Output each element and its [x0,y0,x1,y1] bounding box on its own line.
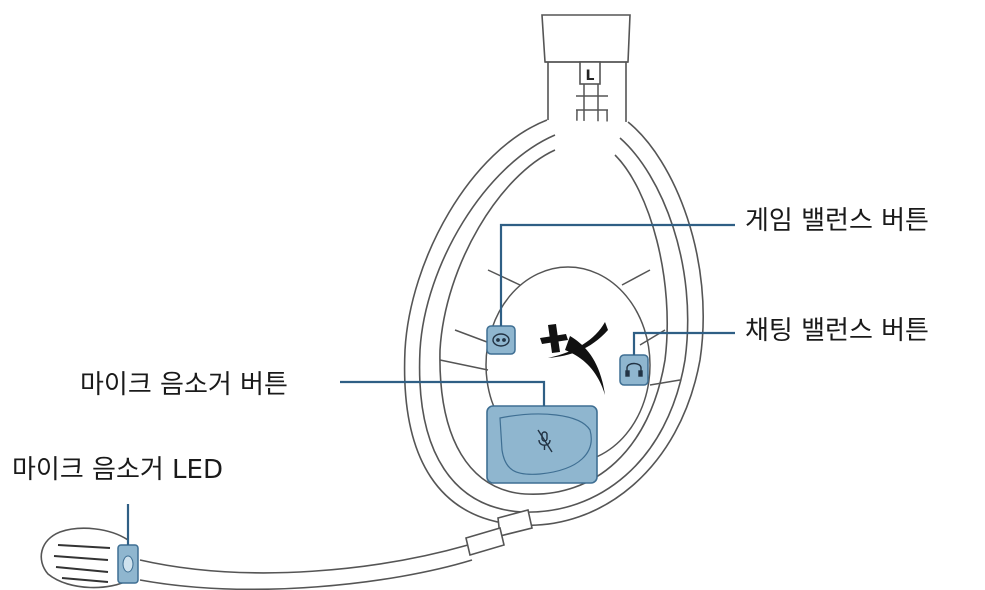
chat-balance-button-label: 채팅 밸런스 버튼 [745,316,929,346]
mic-mute-led [117,544,139,584]
chat-balance-button[interactable] [619,354,649,386]
chat-balance-leader [632,331,735,355]
callout-lines [126,223,735,545]
game-balance-button[interactable] [486,325,516,355]
game-balance-button-label: 게임 밸런스 버튼 [745,206,929,236]
mic-mute-led-label: 마이크 음소거 LED [12,455,223,485]
side-marker-l: L [586,68,595,84]
game-balance-leader [499,223,735,326]
headset-icon [625,362,643,377]
mic-mute-icon [537,429,553,453]
mic-mute-button[interactable] [486,405,598,484]
headband [541,14,631,130]
mic-mute-leader [340,380,546,406]
game-controller-icon [492,333,510,347]
hyperx-logo [540,322,608,395]
mic-mute-button-label: 마이크 음소거 버튼 [80,370,288,400]
boom-mic [40,509,533,590]
